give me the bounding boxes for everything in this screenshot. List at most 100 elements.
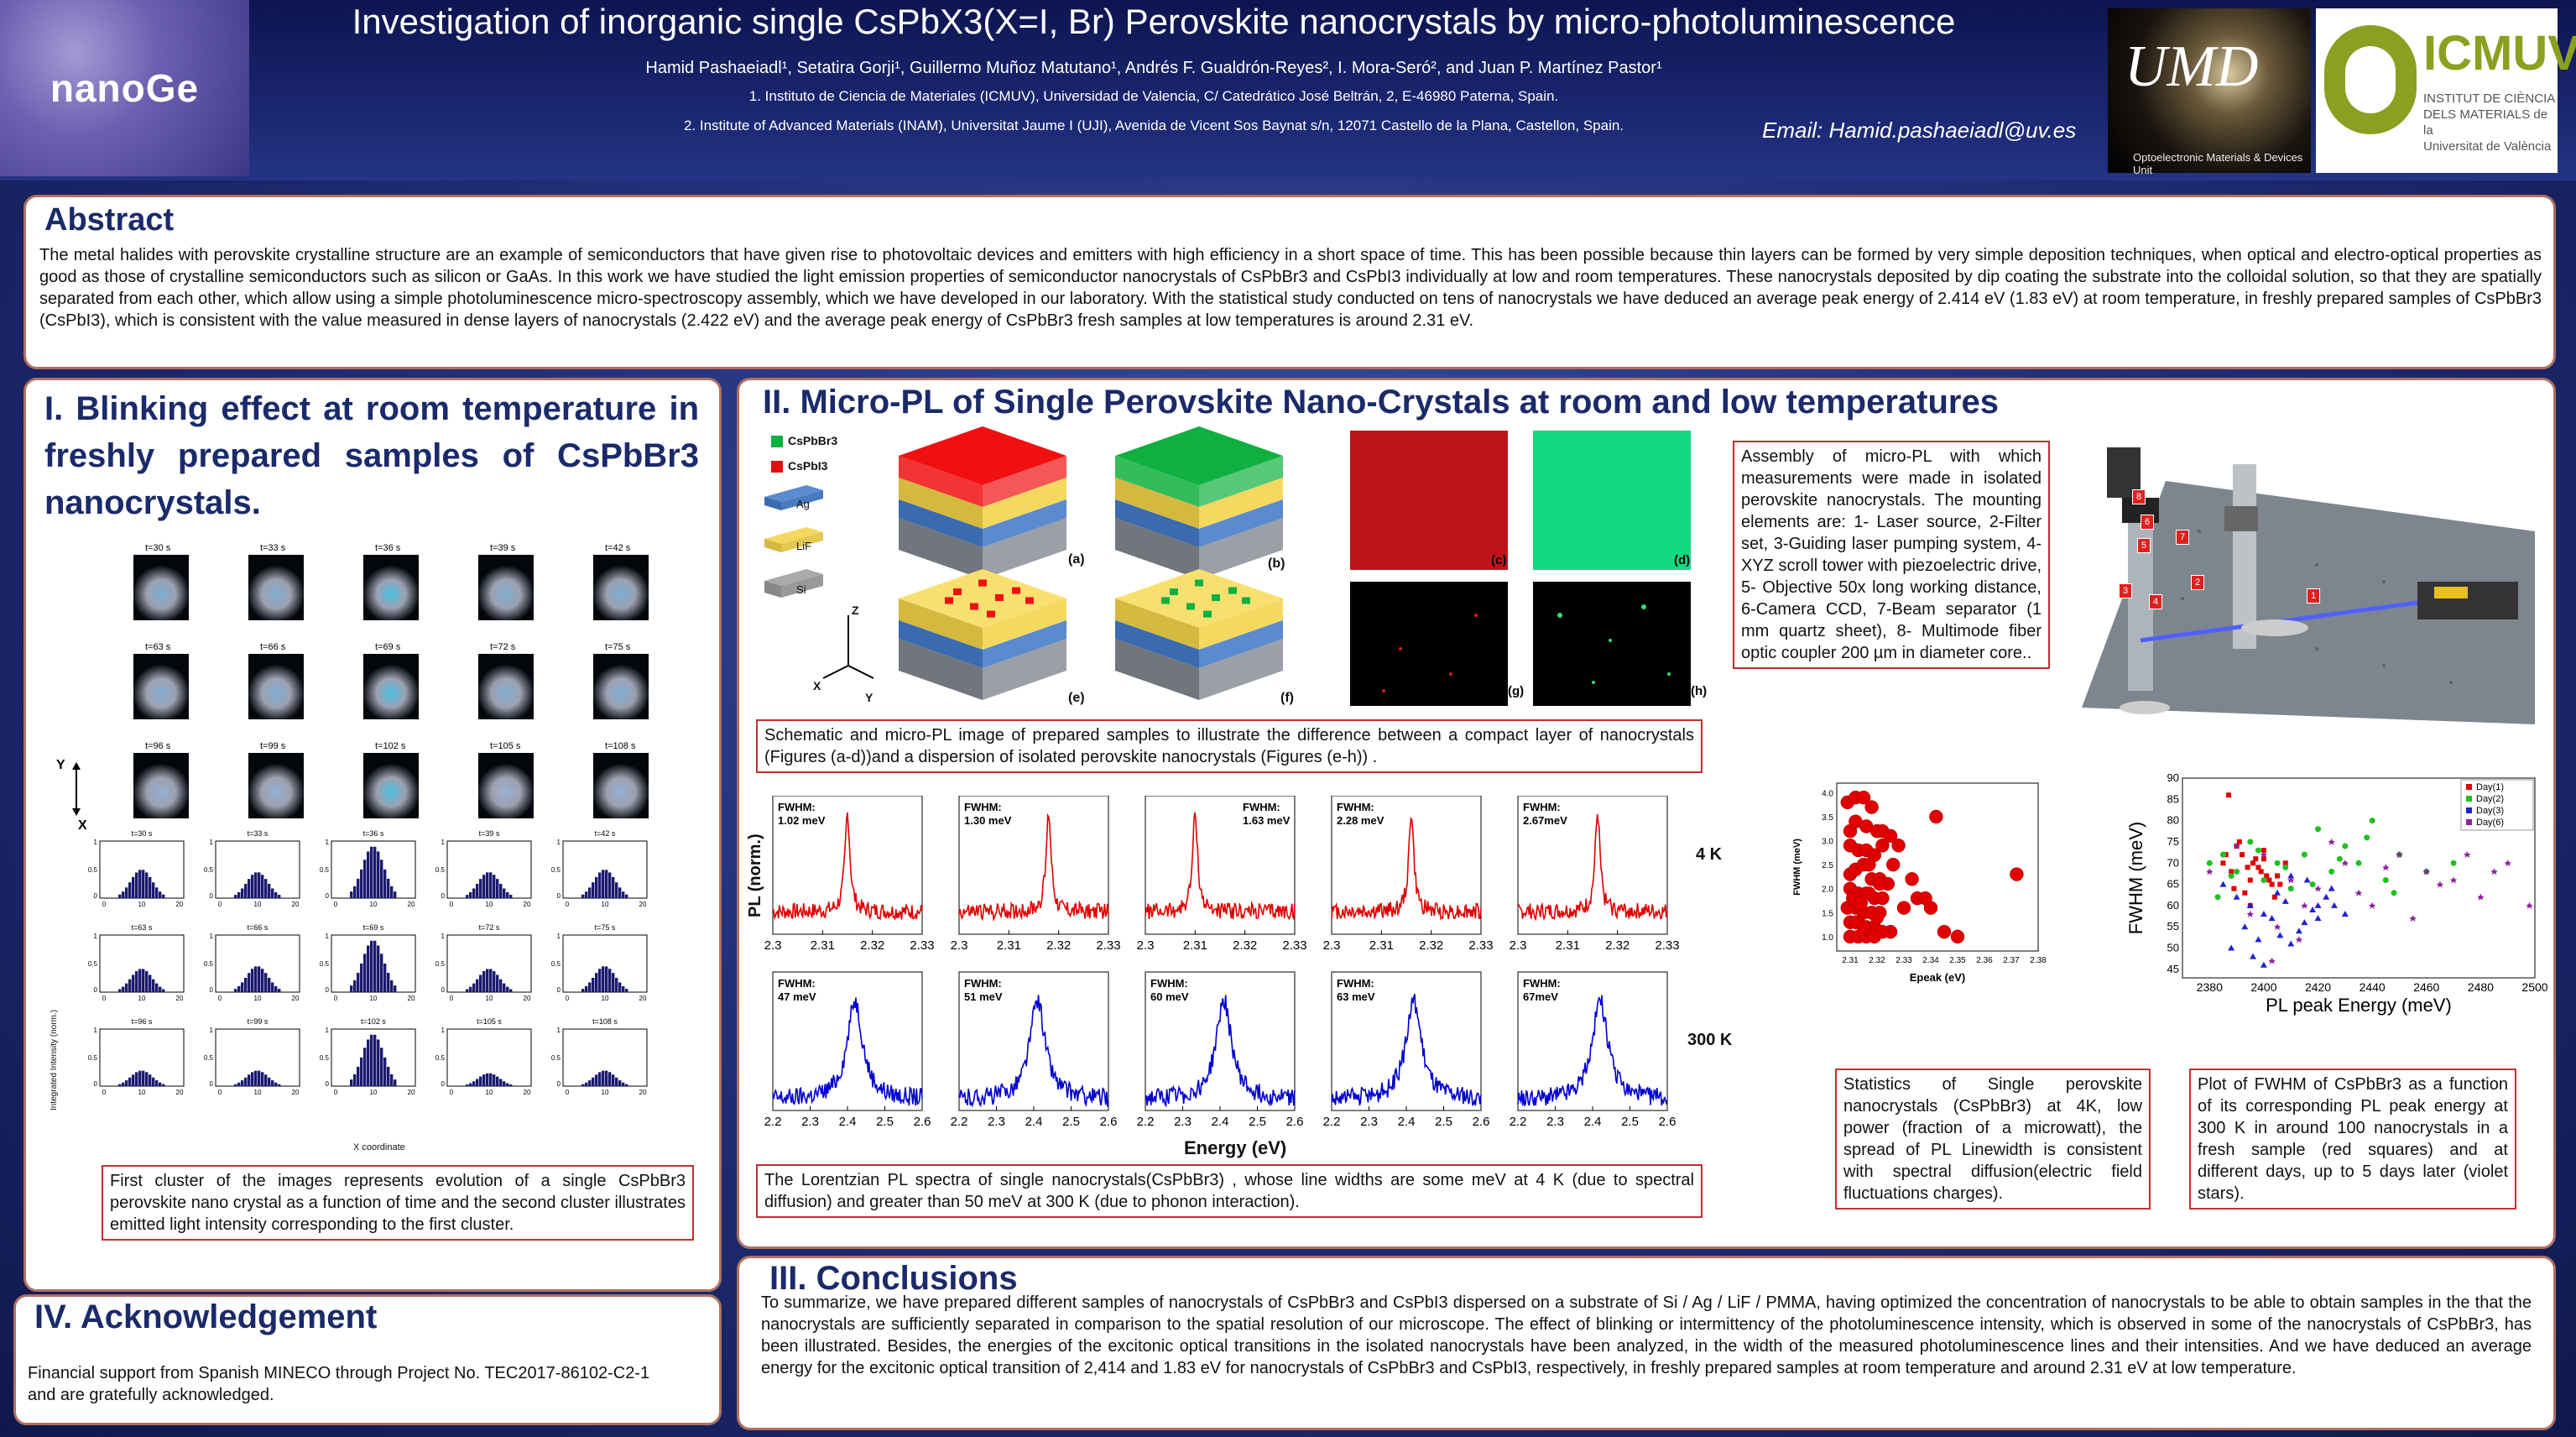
substrate-layer-side	[1199, 518, 1283, 579]
hist-bar	[258, 1070, 261, 1086]
hist-xtick: 20	[292, 901, 300, 908]
scatter2-point	[2261, 856, 2266, 862]
scatter2-point	[2276, 932, 2284, 938]
spectrum-xtick: 2.6	[1659, 1115, 1676, 1129]
hist-title: t=63 s	[132, 923, 153, 932]
hist-title: t=105 s	[477, 1017, 502, 1026]
hist-bar	[142, 1070, 145, 1086]
scatter2-point	[2274, 889, 2281, 896]
hist-bar	[608, 1072, 612, 1086]
hist-bar	[149, 975, 152, 992]
blinking-frame	[593, 753, 649, 818]
fwhm-value: 47 meV	[778, 990, 816, 1003]
hist-xtick: 0	[218, 995, 222, 1002]
scatter2-ytick: 65	[2167, 878, 2179, 891]
nanocrystal-layer-side	[899, 456, 983, 507]
spectrum-line	[958, 995, 1109, 1108]
hist-bar	[162, 1084, 165, 1086]
scatter1-point	[1862, 886, 1876, 901]
scatter2-point	[2355, 860, 2362, 866]
hist-ytick: 0.5	[320, 866, 330, 874]
hist-ytick: 0	[326, 986, 330, 994]
hist-bar	[506, 891, 509, 898]
panel-b: (b)	[1268, 557, 1285, 571]
frame-time-label: t=96 s	[145, 741, 171, 751]
hist-bar	[155, 1080, 159, 1086]
scatter2-point	[2245, 865, 2250, 870]
scatter2-point	[2228, 872, 2234, 879]
spectrum-line	[958, 813, 1109, 922]
hist-bar	[506, 1083, 509, 1086]
hist-ytick: 0.5	[88, 1054, 98, 1062]
frame-time-label: t=42 s	[605, 543, 631, 553]
hist-bar	[383, 1057, 387, 1086]
spectrum-xtick: 2.3	[1174, 1115, 1192, 1129]
nanocrystal-layer-side	[1199, 456, 1283, 507]
fwhm-label: FWHM:	[778, 977, 816, 990]
scatter2-legend-label: Day(1)	[2476, 782, 2504, 792]
spectrum-xtick: 2.3	[988, 1115, 1005, 1129]
panel-d: (d)	[1674, 553, 1691, 567]
hist-bar	[237, 891, 241, 898]
substrate-layer-side	[1115, 499, 1199, 547]
fwhm-label: FWHM:	[1337, 801, 1374, 813]
fwhm-label: FWHM:	[1150, 977, 1188, 990]
hist-xtick: 20	[408, 995, 415, 1002]
spectrum-line	[1145, 995, 1296, 1108]
legend-br-swatch	[771, 436, 783, 447]
scatter2-point	[2314, 901, 2322, 908]
hist-bar	[472, 888, 476, 898]
hist-bar	[138, 1070, 142, 1086]
scatter2-point	[2260, 961, 2267, 968]
hist-xtick: 20	[524, 1089, 531, 1096]
scatter1-point	[1856, 790, 1871, 805]
hist-bar	[261, 1072, 264, 1086]
hist-bar	[506, 986, 509, 992]
spectra-x-label: Energy (eV)	[1184, 1137, 1287, 1158]
scatter2-point	[2260, 911, 2267, 917]
hist-ytick: 1	[557, 933, 561, 940]
scatter2-point	[2301, 919, 2308, 926]
scatter2-point	[2261, 877, 2267, 884]
frame-time-label: t=105 s	[490, 741, 521, 751]
hist-title: t=33 s	[248, 829, 269, 838]
spectrum-xtick: 2.5	[1249, 1115, 1266, 1129]
scatter2-point	[2369, 818, 2375, 824]
hist-bar	[264, 973, 268, 992]
scatter2-point	[2281, 897, 2289, 904]
scatter2-point	[2396, 851, 2403, 859]
hist-bar	[482, 971, 486, 992]
umd-logo-text: UMD	[2125, 34, 2259, 99]
conclusions-text: To summarize, we have prepared different…	[761, 1293, 2532, 1377]
icmuv-sub-line: INSTITUT DE CIÈNCIA	[2423, 91, 2556, 106]
hist-bar	[248, 973, 251, 992]
hist-ytick: 1	[210, 1027, 214, 1034]
icmuv-subtitle: INSTITUT DE CIÈNCIA DELS MATERIALS de la…	[2423, 91, 2558, 154]
scatter1-point	[1905, 872, 1919, 886]
hist-ytick: 1	[441, 933, 446, 940]
spectrum-line	[772, 997, 923, 1106]
hist-bar	[241, 982, 244, 992]
nanocrystal-dot	[987, 610, 995, 618]
fwhm-value: 1.63 meV	[1243, 814, 1291, 827]
hist-bar	[581, 989, 585, 992]
hist-bar	[390, 1074, 394, 1086]
hist-bar	[625, 989, 628, 992]
hist-bar	[357, 1066, 360, 1086]
panel-g: (g)	[1508, 684, 1525, 698]
spectrum-xtick: 2.3	[801, 1115, 819, 1129]
hist-ytick: 0.5	[320, 1054, 330, 1062]
spectrum-xtick: 2.33	[1282, 938, 1306, 953]
hist-bar	[278, 989, 281, 992]
hist-bar	[370, 940, 373, 992]
scatter2-ytick: 75	[2167, 835, 2179, 848]
hist-bar	[128, 882, 132, 898]
frame-time-label: t=66 s	[260, 642, 286, 652]
scatter1-ytick: 3.5	[1822, 813, 1833, 823]
scatter2-legend-marker	[2466, 784, 2472, 790]
spectrum-xtick: 2.4	[1584, 1115, 1602, 1129]
scatter2-point	[2450, 876, 2458, 884]
spectrum-xtick: 2.2	[1323, 1115, 1341, 1129]
scatter2-point	[2268, 915, 2276, 922]
